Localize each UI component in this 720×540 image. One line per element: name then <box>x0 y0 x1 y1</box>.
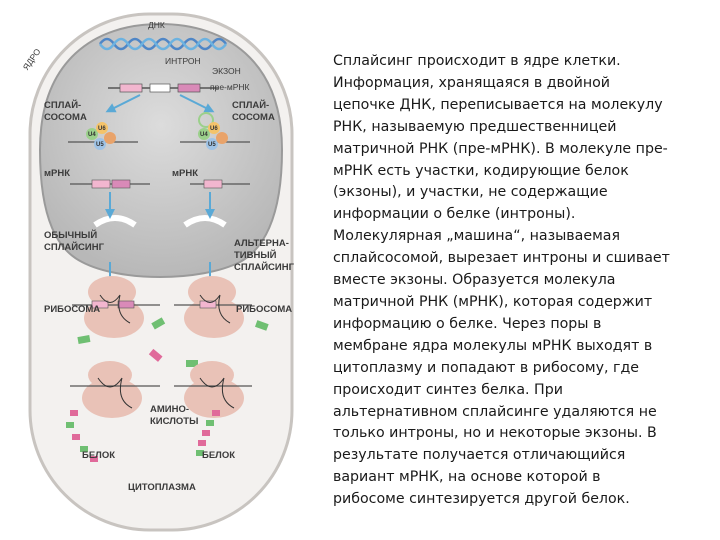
protein-left-label: БЕЛОК <box>82 450 115 461</box>
description-line: РНК, называемую предшественницей <box>333 118 617 135</box>
dna-helix <box>98 37 228 51</box>
alt-splicing-label-3: СПЛАЙСИНГ <box>234 261 295 273</box>
amino-acids-loose <box>77 317 269 367</box>
ribosome-lower-right <box>174 361 252 418</box>
mrna-right-strand <box>190 179 250 189</box>
pre-mrna-strand <box>108 83 218 93</box>
svg-text:U6: U6 <box>210 126 218 132</box>
description-line: вариант мРНК, на основе которой в <box>333 469 601 486</box>
description-text: Сплайсинг происходит в ядре клетки. Инфор… <box>333 51 705 511</box>
nucleus-label: ЯДРО <box>21 46 43 72</box>
nucleus <box>38 22 284 278</box>
spliceosome-left-label-1: СПЛАЙ- <box>44 99 81 111</box>
arrow-to-right-spliceosome <box>179 94 215 113</box>
nuclear-pore-left <box>93 215 137 228</box>
normal-splicing-label-1: ОБЫЧНЫЙ <box>44 229 97 241</box>
cytoplasm-label: ЦИТОПЛАЗМА <box>128 482 196 493</box>
svg-text:U4: U4 <box>200 132 208 138</box>
exon-label: ЭКЗОН <box>212 66 241 76</box>
description-line: сплайсосомой, вырезает интроны и сшивает <box>333 250 670 267</box>
intron-label: ИНТРОН <box>165 56 201 66</box>
description-line: Сплайсинг происходит в ядре клетки. <box>333 53 621 69</box>
description-line: цитоплазму и попадают в рибосому, где <box>333 359 640 376</box>
description-line: Информация, хранящаяся в двойной <box>333 74 610 91</box>
dna-label: ДНК <box>148 20 165 30</box>
amino-acids-label-1: АМИНО- <box>150 404 189 415</box>
description-line: только интроны, но и некоторые экзоны. В <box>333 425 657 442</box>
alt-splicing-label-2: ТИВНЫЙ <box>234 249 277 261</box>
spliceosome-left: U4 U6 U5 <box>68 122 138 150</box>
normal-splicing-label-2: СПЛАЙСИНГ <box>44 241 105 253</box>
spliceosome-right-label-1: СПЛАЙ- <box>232 99 269 111</box>
description-line: альтернативном сплайсинге удаляются не <box>333 403 657 420</box>
description-line: цепочке ДНК, переписывается на молекулу <box>333 96 663 113</box>
description-line: информации о белке (интроны). <box>333 206 576 223</box>
ribosome-left <box>72 276 160 338</box>
pre-mrna-label: пре-мРНК <box>210 82 250 92</box>
description-line: матричной РНК (пре-мРНК). В молекуле пре… <box>333 140 668 157</box>
amino-acids-label-2: КИСЛОТЫ <box>150 416 198 427</box>
svg-text:U4: U4 <box>88 132 96 138</box>
svg-text:U5: U5 <box>208 142 216 148</box>
svg-text:U5: U5 <box>96 142 104 148</box>
ribosome-lower-left <box>70 361 160 418</box>
protein-right-label: БЕЛОК <box>202 450 235 461</box>
alt-splicing-label-1: АЛЬТЕРНА- <box>234 238 289 249</box>
spliceosome-left-label-2: СОСОМА <box>44 112 87 123</box>
ribosome-right-label: РИБОСОМА <box>236 304 292 315</box>
mrna-left-label: мРНК <box>44 168 70 179</box>
description-line: информацию о белке. Через поры в <box>333 315 602 332</box>
description-line: матричной РНК (мРНК), которая содержит <box>333 293 653 310</box>
description-line: Молекулярная „машина“, называемая <box>333 228 621 245</box>
svg-text:U6: U6 <box>98 126 106 132</box>
description-line: происходит синтез белка. При <box>333 381 563 398</box>
description-line: (экзоны), и участки, не содержащие <box>333 184 608 201</box>
arrow-to-left-spliceosome <box>105 94 141 113</box>
ribosome-right <box>174 276 252 338</box>
protein-chain-left <box>66 410 98 462</box>
description-line: результате получается отличающийся <box>333 447 626 464</box>
description-line: вместе экзоны. Образуется молекула <box>333 272 616 289</box>
description-line: мРНК есть участки, кодирующие белок <box>333 162 629 179</box>
ribosome-left-label: РИБОСОМА <box>44 304 100 315</box>
mrna-right-label: мРНК <box>172 168 198 179</box>
spliceosome-right-label-2: СОСОМА <box>232 112 275 123</box>
splicing-diagram: ДНК ЯДРО ИНТРОН ЭКЗОН пре-мРНК СПЛАЙ- СО… <box>21 12 295 532</box>
protein-chain-right <box>196 410 220 456</box>
description-line: мембране ядра молекулы мРНК выходят в <box>333 337 653 354</box>
spliceosome-right: U4 U6 U5 <box>180 112 250 150</box>
mrna-left-strand <box>70 179 150 189</box>
description-line: рибосоме синтезируется другой белок. <box>333 491 630 508</box>
